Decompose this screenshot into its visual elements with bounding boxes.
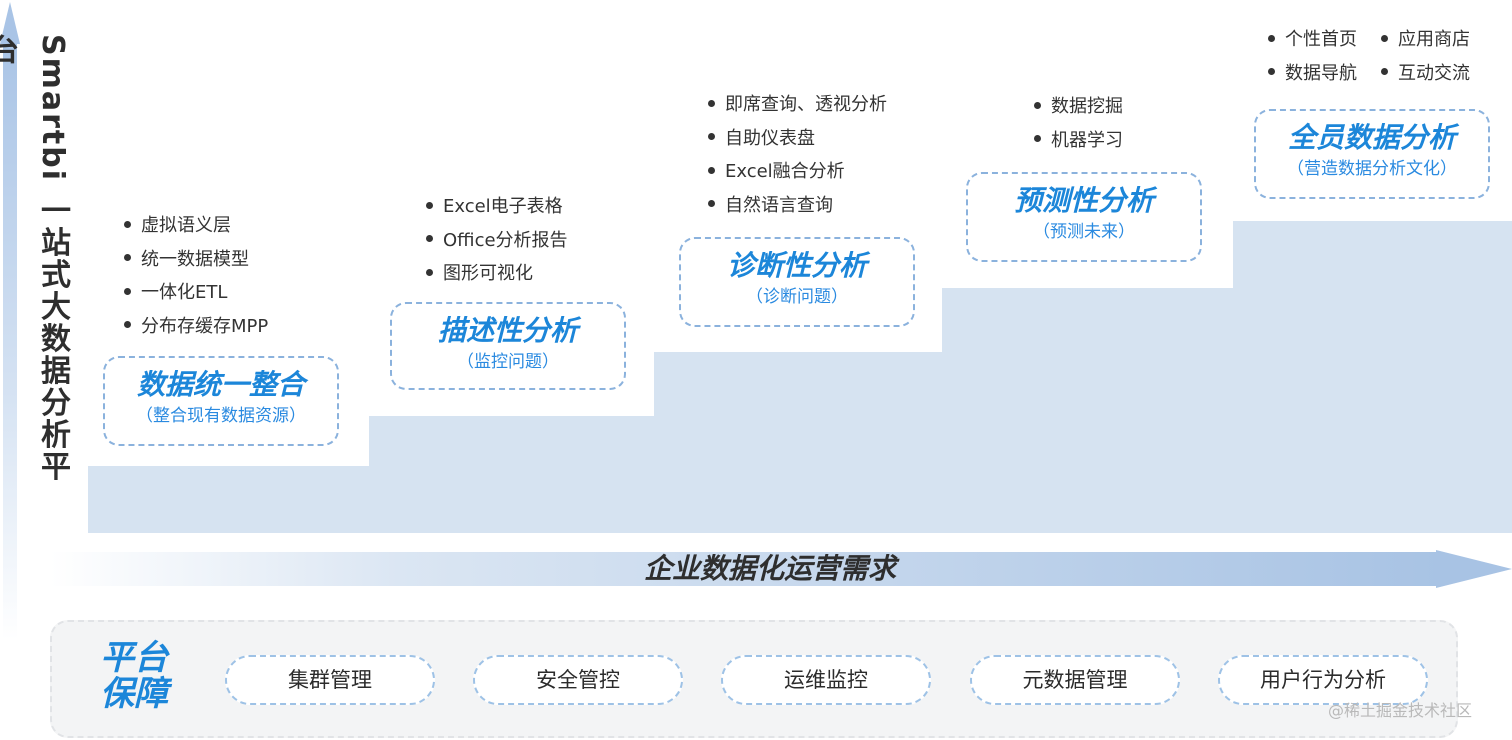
- bullet-icon: [124, 287, 131, 295]
- stage-4-feature-list: 数据挖掘 机器学习: [1034, 90, 1123, 157]
- horizontal-axis-arrow: [50, 552, 1442, 586]
- platform-item-cluster: 集群管理: [225, 655, 435, 705]
- bullet-icon: [708, 133, 715, 140]
- list-item: 互动交流: [1381, 57, 1470, 91]
- platform-item-user-behavior: 用户行为分析: [1218, 655, 1428, 705]
- list-item: 即席查询、透视分析: [708, 88, 887, 122]
- stage-3-box: 诊断性分析 （诊断问题）: [679, 237, 915, 327]
- stage-2-box: 描述性分析 （监控问题）: [390, 302, 626, 390]
- list-item: 自助仪表盘: [708, 122, 887, 156]
- bullet-icon: [708, 200, 715, 207]
- step-3: [654, 352, 1512, 416]
- bullet-icon: [426, 201, 433, 209]
- stage-1-box: 数据统一整合 （整合现有数据资源）: [103, 356, 339, 446]
- stage-4-box: 预测性分析 （预测未来）: [966, 172, 1202, 262]
- stage-5-subtitle: （营造数据分析文化）: [1287, 159, 1457, 179]
- list-item: Excel电子表格: [426, 190, 568, 224]
- list-item: Excel融合分析: [708, 155, 887, 189]
- list-item: 图形可视化: [426, 257, 568, 291]
- stage-4-subtitle: （预测未来）: [1033, 222, 1135, 242]
- bullet-icon: [1381, 34, 1388, 42]
- bullet-icon: [1268, 68, 1275, 75]
- platform-item-ops: 运维监控: [721, 655, 931, 705]
- bullet-icon: [426, 235, 433, 242]
- stage-5-title: 全员数据分析: [1287, 121, 1456, 154]
- stage-3-title: 诊断性分析: [726, 249, 867, 282]
- platform-item-security: 安全管控: [473, 655, 683, 705]
- list-item: 分布存缓存MPP: [124, 310, 268, 344]
- stage-1-subtitle: （整合现有数据资源）: [136, 406, 306, 426]
- bullet-icon: [1034, 101, 1041, 109]
- step-1: [88, 466, 1512, 533]
- platform-label: 平台保障: [100, 638, 168, 714]
- bullet-icon: [124, 321, 131, 328]
- stage-2-feature-list: Excel电子表格 Office分析报告 图形可视化: [426, 190, 568, 291]
- bullet-icon: [1381, 68, 1388, 75]
- bullet-icon: [708, 166, 715, 174]
- vertical-axis-title: Smartbi 一站式大数据分析平台: [0, 34, 70, 483]
- bullet-icon: [124, 220, 131, 228]
- horizontal-axis-title: 企业数据化运营需求: [643, 552, 896, 585]
- vertical-axis-arrow: [3, 40, 17, 640]
- stage-5-feature-list-col-1: 个性首页 数据导航: [1268, 23, 1357, 90]
- stage-1-feature-list: 虚拟语义层 统一数据模型 一体化ETL 分布存缓存MPP: [124, 209, 268, 343]
- list-item: 数据导航: [1268, 57, 1357, 91]
- bullet-icon: [1034, 135, 1041, 142]
- step-4: [942, 288, 1512, 352]
- step-2: [369, 416, 1512, 466]
- bullet-icon: [708, 99, 715, 107]
- step-5: [1233, 221, 1512, 288]
- stage-5-box: 全员数据分析 （营造数据分析文化）: [1254, 109, 1490, 199]
- list-item: 自然语言查询: [708, 189, 887, 223]
- stage-2-subtitle: （监控问题）: [457, 352, 559, 372]
- list-item: 数据挖掘: [1034, 90, 1123, 124]
- list-item: 一体化ETL: [124, 276, 268, 310]
- list-item: Office分析报告: [426, 224, 568, 258]
- horizontal-axis-arrowhead: [1436, 550, 1512, 588]
- stage-3-feature-list: 即席查询、透视分析 自助仪表盘 Excel融合分析 自然语言查询: [708, 88, 887, 222]
- list-item: 机器学习: [1034, 124, 1123, 158]
- vertical-axis-arrowhead: [0, 2, 20, 44]
- bullet-icon: [426, 268, 433, 276]
- stage-5-feature-list-col-2: 应用商店 互动交流: [1381, 23, 1470, 90]
- stage-1-title: 数据统一整合: [136, 368, 305, 401]
- list-item: 应用商店: [1381, 23, 1470, 57]
- list-item: 个性首页: [1268, 23, 1357, 57]
- stage-3-subtitle: （诊断问题）: [746, 287, 848, 307]
- list-item: 统一数据模型: [124, 243, 268, 277]
- stage-2-title: 描述性分析: [437, 314, 578, 347]
- bullet-icon: [124, 254, 131, 261]
- list-item: 虚拟语义层: [124, 209, 268, 243]
- stage-4-title: 预测性分析: [1013, 184, 1154, 217]
- bullet-icon: [1268, 34, 1275, 42]
- platform-item-metadata: 元数据管理: [970, 655, 1180, 705]
- watermark: @稀土掘金技术社区: [1328, 701, 1473, 720]
